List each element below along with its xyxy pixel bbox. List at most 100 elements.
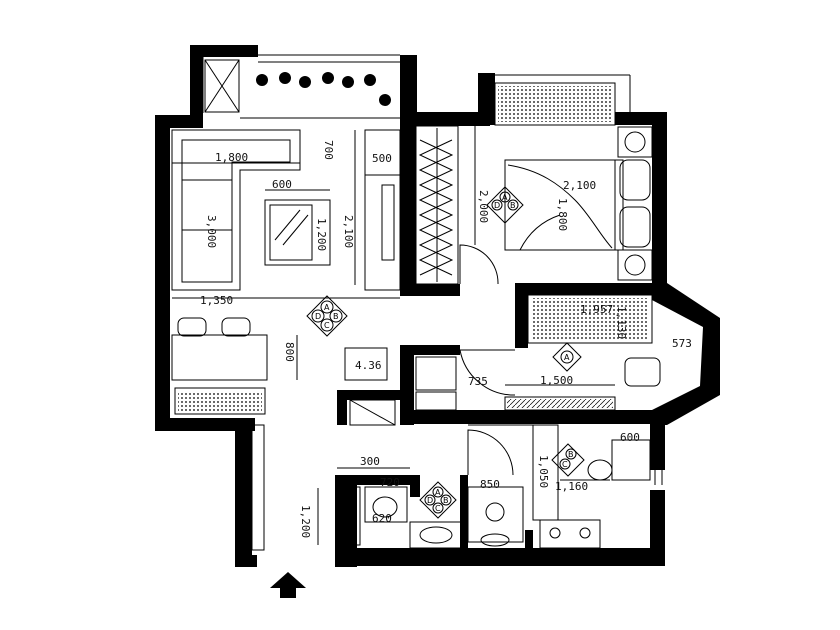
wardrobe-box: [415, 125, 459, 285]
bottom-wall: [337, 548, 665, 566]
view-marker-study: A: [552, 342, 582, 372]
bed-cover: [507, 164, 613, 249]
kitchen-stove: [539, 519, 601, 549]
dim-cabinet: 500: [372, 152, 392, 165]
wardrobe-left-wall: [400, 112, 416, 296]
utility-left-wall: [400, 345, 414, 425]
dim-desk-depth: 1,130: [615, 306, 628, 339]
marker-c: [559, 458, 571, 470]
dining-bench: [174, 387, 266, 415]
marker-d: [311, 309, 325, 323]
dim-bath-height: 1,200: [299, 505, 312, 538]
dim-study-door: 735: [468, 375, 488, 388]
shower-area: [467, 486, 524, 543]
study-left-wall: [515, 283, 528, 348]
desk-cabinet: [527, 294, 653, 344]
entrance-arrow: [270, 572, 306, 598]
dim-entry: 300: [360, 455, 380, 468]
toilet: [372, 496, 398, 518]
marker-diamond: [551, 443, 585, 477]
dim-basin: 720: [380, 476, 400, 489]
entry-bottom-left: [235, 555, 257, 567]
plant-3: [299, 76, 311, 88]
dim-kitchen-counter: 600: [620, 431, 640, 444]
balcony-cabinet: [204, 59, 240, 113]
dim-table-depth: 1,200: [315, 218, 328, 251]
utility-top-wall: [400, 345, 460, 355]
burner-2: [579, 527, 591, 539]
balcony-left-wall: [190, 45, 203, 125]
dim-living-depth: 2,100: [342, 215, 355, 248]
sofa-outline: [171, 129, 301, 291]
bath-door: [467, 429, 514, 476]
dining-chair-2: [221, 317, 251, 337]
marker-c: [432, 502, 444, 514]
marker-a: [560, 350, 574, 364]
bedroom-bottom-wall: [515, 283, 667, 295]
entrance-arrow-icon: [270, 572, 306, 598]
bath-top-wall: [335, 475, 415, 485]
dim-bed-width: 2,100: [563, 179, 596, 192]
plant-7: [379, 94, 391, 106]
basin-counter: [409, 521, 463, 549]
appliance-label: 4.36: [355, 359, 382, 372]
marker-d: [424, 494, 436, 506]
desk-hatch: [531, 298, 649, 340]
shower-head: [485, 502, 505, 522]
bedroom-top-wall-b: [478, 73, 495, 125]
plant-1: [256, 74, 268, 86]
marker-a-label: A: [502, 193, 508, 202]
nightstand-bottom: [617, 249, 653, 281]
dim-sofa-width: 1,800: [215, 151, 248, 164]
bath-cabinet: [339, 486, 361, 546]
kitchen-fridge: [587, 459, 613, 481]
view-marker-bedroom: A B D: [486, 186, 524, 224]
bed-cover-2: [519, 214, 561, 251]
marker-diamond: [419, 481, 457, 519]
shower-drain: [480, 533, 510, 547]
entry-shoe-cabinet: [251, 424, 265, 551]
balcony-cabinet-x2: [204, 59, 240, 113]
kitchen-partition: [525, 530, 533, 550]
dining-table: [171, 334, 268, 381]
dim-bay: 573: [672, 337, 692, 350]
marker-c-label: C: [562, 460, 568, 469]
entry-left-wall: [235, 418, 252, 566]
dim-table-width: 600: [272, 178, 292, 191]
study-desk-hatch: [507, 399, 613, 408]
bath-left-wall: [335, 475, 357, 567]
bedside-table-1: [619, 159, 651, 201]
marker-b-label: B: [568, 450, 574, 459]
kitchen-sink: [611, 439, 651, 481]
dim-dining-depth: 800: [283, 342, 296, 362]
dim-tv-depth: 700: [322, 140, 335, 160]
dim-sofa-length: 3,000: [205, 215, 218, 248]
marker-d: [491, 199, 503, 211]
tv-cabinet: [364, 129, 401, 291]
marker-a-label: A: [324, 303, 330, 312]
dining-chair-1: [177, 317, 207, 337]
marker-a: [432, 486, 444, 498]
utility-shelf-2: [415, 391, 457, 411]
washer-x1: [349, 399, 396, 426]
lamp-bottom: [624, 254, 646, 276]
marker-b: [329, 309, 343, 323]
coffee-table-sheen: [274, 209, 301, 241]
marker-a: [499, 191, 511, 203]
balcony-right-pier: [400, 55, 417, 125]
basin: [419, 526, 453, 544]
bath-divider-wall: [410, 475, 420, 497]
kitchen-right-wall: [650, 420, 665, 470]
dim-shower: 850: [480, 478, 500, 491]
burner-1: [549, 527, 561, 539]
bedroom-window-hatch: [498, 86, 612, 122]
tv-unit: [381, 184, 395, 261]
study-bottom-wall: [400, 410, 667, 424]
view-marker-kitchen: B C: [551, 443, 585, 477]
plant-4: [322, 72, 334, 84]
marker-diamond: [306, 295, 348, 337]
wardrobe-hangers-2: [418, 139, 454, 276]
living-left-wall: [155, 115, 170, 430]
bench-hatch: [178, 391, 262, 411]
